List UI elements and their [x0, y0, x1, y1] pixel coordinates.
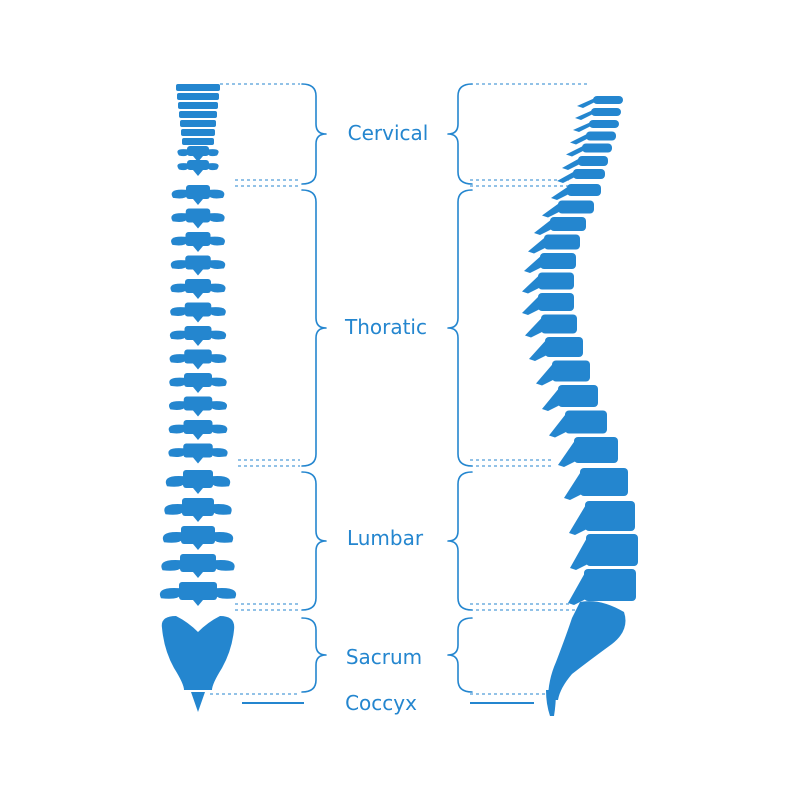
vertebra	[169, 349, 227, 370]
vertebra	[159, 582, 237, 606]
brace-right-cervical	[447, 83, 473, 185]
side-vertebra	[549, 410, 607, 438]
cervical-vertebra	[178, 102, 218, 109]
side-vertebra	[564, 468, 628, 500]
label-cervical: Cervical	[348, 121, 429, 145]
side-vertebra	[575, 108, 621, 120]
cervical-vertebra	[176, 84, 220, 91]
brace-left-thoracic	[301, 189, 327, 467]
label-sacrum: Sacrum	[346, 645, 422, 669]
vertebra	[177, 160, 219, 176]
vertebra	[170, 255, 226, 276]
brace-right-thoracic	[447, 189, 473, 467]
vertebra	[171, 208, 225, 229]
side-vertebra	[573, 120, 619, 132]
brace-left-cervical	[301, 83, 327, 185]
brace-right-sacrum	[447, 617, 473, 693]
vertebra	[162, 526, 234, 550]
vertebra	[168, 420, 228, 440]
vertebra	[165, 470, 231, 494]
side-vertebra	[522, 293, 574, 315]
side-vertebra	[542, 200, 594, 218]
brace-left-lumbar	[301, 471, 327, 611]
vertebra	[171, 185, 225, 205]
vertebra	[168, 396, 228, 417]
side-vertebra	[522, 272, 574, 294]
cervical-vertebra	[181, 129, 215, 136]
vertebra	[170, 279, 226, 299]
vertebra	[164, 498, 232, 522]
side-vertebra	[577, 96, 623, 108]
side-vertebra	[551, 184, 601, 200]
cervical-vertebra	[179, 111, 217, 118]
side-vertebra	[525, 314, 577, 338]
side-vertebra	[569, 501, 635, 535]
vertebra	[171, 232, 225, 252]
brace-right-lumbar	[447, 471, 473, 611]
vertebra	[170, 302, 226, 323]
vertebra	[161, 554, 235, 578]
spine-front-view	[159, 84, 237, 712]
side-sacrum	[548, 601, 626, 700]
cervical-vertebra	[177, 93, 219, 100]
cervical-vertebra	[180, 120, 216, 127]
side-vertebra	[570, 131, 616, 145]
side-vertebra	[557, 169, 605, 183]
region-braces	[301, 83, 473, 693]
label-coccyx: Coccyx	[345, 691, 417, 715]
spine-side-view	[522, 96, 638, 716]
label-thoracic: Thoratic	[344, 315, 427, 339]
side-vertebra	[570, 534, 638, 570]
region-guides	[210, 83, 590, 704]
vertebra	[168, 443, 228, 464]
brace-left-sacrum	[301, 617, 327, 693]
side-vertebra	[566, 143, 612, 157]
vertebra	[169, 326, 227, 346]
vertebra	[169, 373, 227, 393]
vertebra	[177, 146, 219, 162]
cervical-vertebra	[182, 138, 214, 145]
sacrum	[161, 616, 235, 690]
side-vertebra	[529, 337, 583, 361]
side-vertebra	[558, 437, 618, 467]
label-lumbar: Lumbar	[347, 526, 424, 550]
coccyx	[191, 692, 205, 712]
side-coccyx	[546, 690, 556, 716]
side-vertebra	[562, 156, 608, 170]
side-vertebra	[536, 360, 590, 386]
side-vertebra	[568, 569, 636, 605]
side-vertebra	[542, 385, 598, 411]
side-vertebra	[524, 253, 576, 273]
side-vertebra	[528, 234, 580, 254]
side-vertebra	[534, 217, 586, 235]
